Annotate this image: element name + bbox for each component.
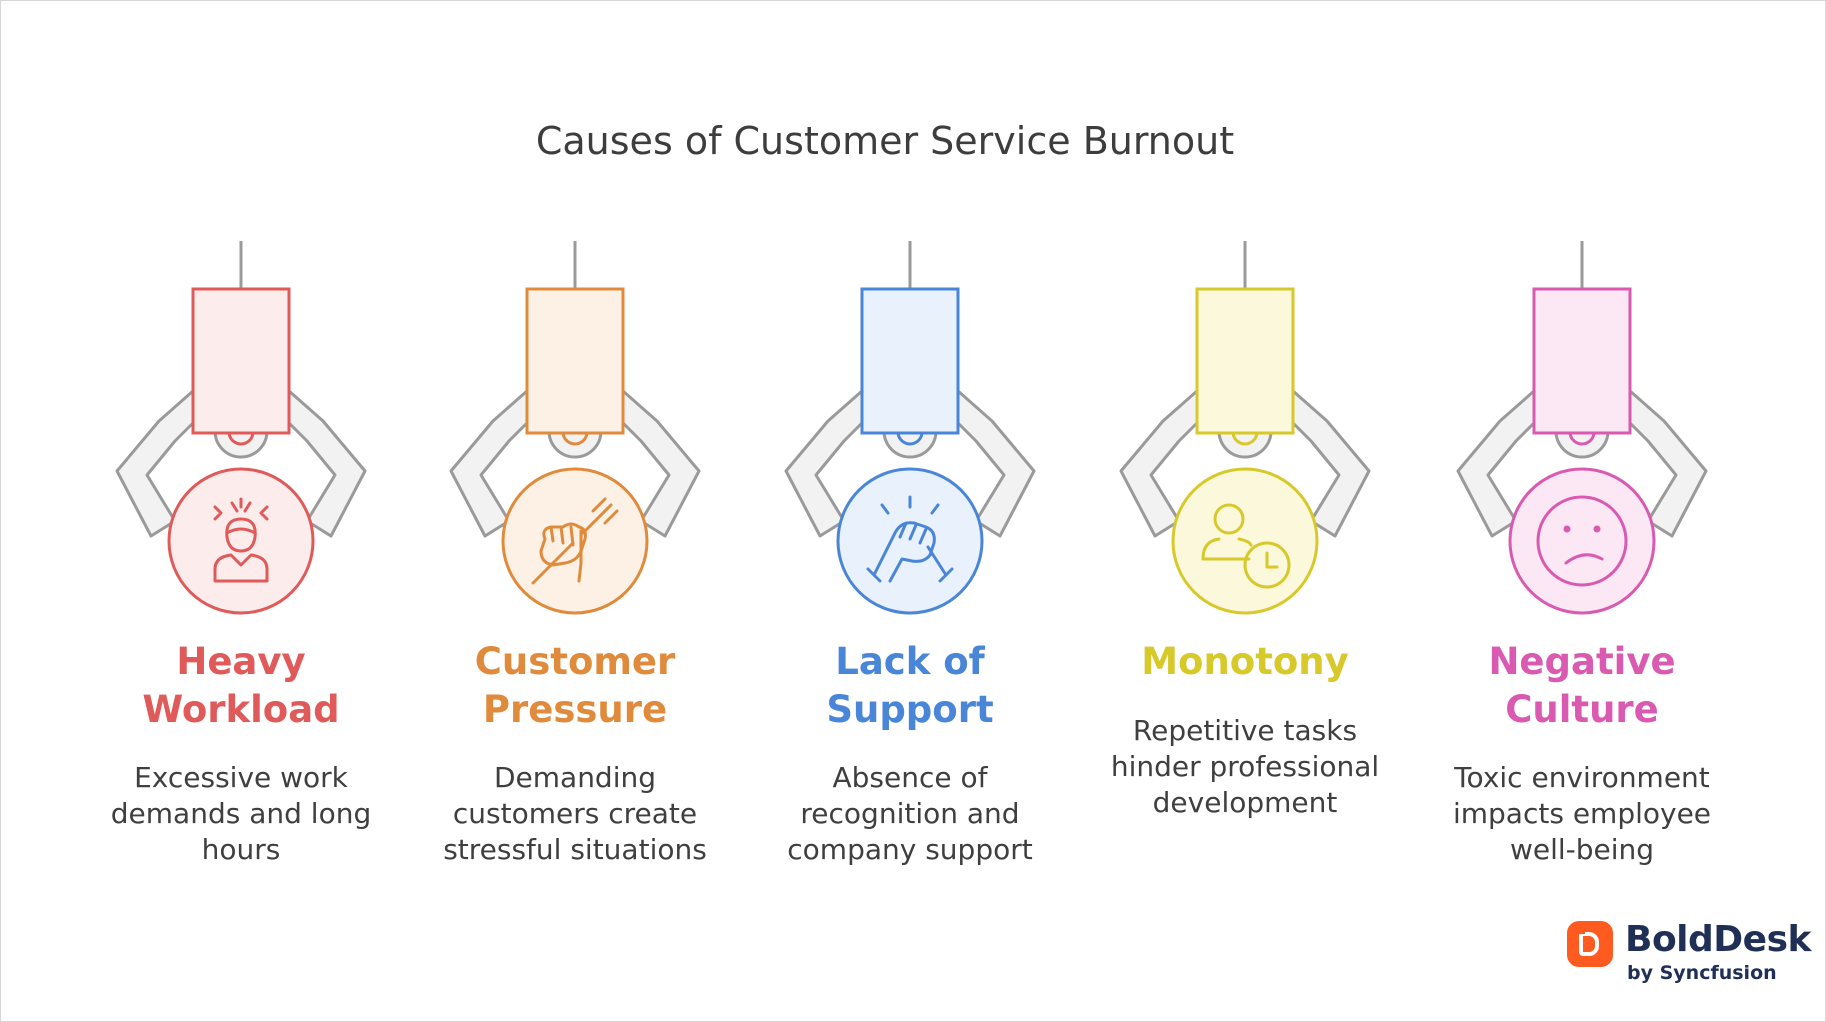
item-description-line: stressful situations [443, 833, 707, 866]
brand-name: BoldDesk [1625, 919, 1811, 960]
item-heading-line: Culture [1505, 688, 1659, 731]
item-heading: Monotony [1085, 638, 1405, 686]
diagram-title: Causes of Customer Service Burnout [535, 119, 1235, 163]
item-circle [836, 467, 984, 615]
claw-1 [115, 241, 367, 615]
item-description-line: recognition and [800, 797, 1020, 830]
item-heading-line: Support [826, 688, 994, 731]
claw-2 [449, 241, 701, 615]
item-heading-line: Pressure [482, 688, 668, 731]
item-heading: Lack of Support [750, 638, 1070, 734]
claw-pivot-ring [1568, 431, 1596, 446]
item-description-line: Excessive work [134, 761, 348, 794]
item-heading-line: Monotony [1141, 640, 1349, 683]
sad-face-icon [1536, 495, 1628, 587]
claw-pivot-ring [227, 431, 255, 446]
item-heading-line: Lack of [835, 640, 985, 683]
item-heading-line: Customer [474, 640, 676, 683]
claw-body [1532, 287, 1632, 435]
brand-sub: by Syncfusion [1627, 962, 1777, 984]
item-description-line: demands and long [110, 797, 372, 830]
claw-4 [1119, 241, 1371, 615]
bolddesk-logo: BoldDesk by Syncfusion [1567, 919, 1813, 985]
item-heading-line: Negative [1488, 640, 1676, 683]
claw-pivot-ring [561, 431, 589, 446]
bolddesk-logo-mark-icon [1567, 921, 1613, 967]
stressed-person-icon [213, 497, 269, 583]
item-description-line: Demanding [493, 761, 657, 794]
handshake-icon [866, 495, 954, 583]
claw-pivot-ring [1231, 431, 1259, 446]
item-description-line: Absence of [832, 761, 988, 794]
item-description-line: development [1152, 786, 1338, 819]
item-description-line: well-being [1509, 833, 1655, 866]
item-description-line: Repetitive tasks [1132, 714, 1358, 747]
item-heading-line: Heavy [176, 640, 306, 683]
item-description-line: company support [787, 833, 1033, 866]
item-heading-line: Workload [142, 688, 340, 731]
claw-body [525, 287, 625, 435]
claw-body [860, 287, 960, 435]
item-description-line: hinder professional [1110, 750, 1380, 783]
item-description-line: hours [201, 833, 281, 866]
item-description-line: Toxic environment [1454, 761, 1710, 794]
fist-fork-icon [531, 497, 619, 585]
item-circle [167, 467, 315, 615]
claw-3 [784, 241, 1036, 615]
claw-body [191, 287, 291, 435]
item-circle [1508, 467, 1656, 615]
item-circle [501, 467, 649, 615]
claw-pivot-ring [896, 431, 924, 446]
item-description-line: customers create [452, 797, 698, 830]
claw-body [1195, 287, 1295, 435]
person-clock-icon [1201, 503, 1291, 589]
claw-5 [1456, 241, 1708, 615]
item-description-line: impacts employee [1452, 797, 1712, 830]
